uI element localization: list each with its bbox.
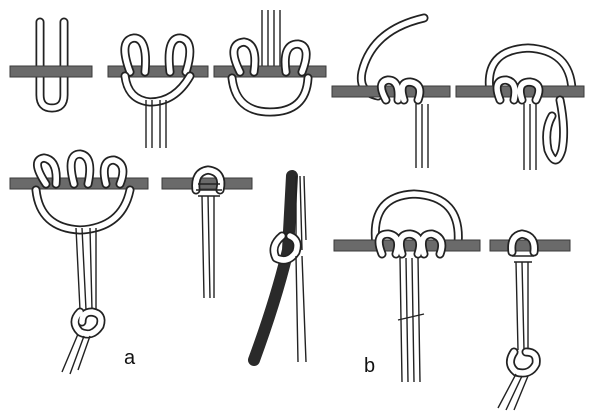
step-b2-loops (456, 48, 584, 170)
step-a3-wrap (214, 10, 326, 112)
step-a1-folded-cord (10, 22, 92, 108)
step-a5-finished (162, 170, 252, 298)
step-a6-dark-cord (254, 176, 306, 362)
bar-b1 (332, 86, 450, 97)
step-b3-big-loop (334, 194, 480, 382)
bar-b3 (334, 240, 480, 251)
step-b4-finished (490, 234, 570, 410)
step-a4-hanging-knot (10, 154, 148, 374)
panel-label-a: a (124, 347, 136, 369)
step-a2-lark-head (108, 38, 208, 148)
step-b1-loop (332, 18, 450, 168)
bar-a1 (10, 66, 92, 77)
panel-label-b: b (364, 355, 375, 377)
